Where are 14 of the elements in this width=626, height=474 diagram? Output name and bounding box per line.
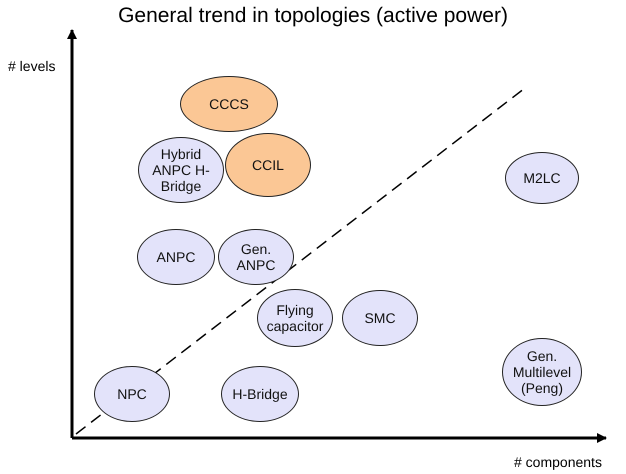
- topology-ellipse: H-Bridge: [221, 366, 299, 422]
- topology-ellipse: CCCS: [180, 76, 278, 132]
- topology-ellipse: Gen. ANPC: [218, 229, 294, 285]
- axis-label: # levels: [8, 58, 56, 74]
- topology-ellipse: Flying capacitor: [257, 289, 333, 347]
- topology-ellipse: Gen. Multilevel (Peng): [502, 338, 582, 406]
- topology-ellipse: Hybrid ANPC H-Bridge: [138, 137, 224, 203]
- chart-title: General trend in topologies (active power): [117, 4, 509, 28]
- axis-label: # components: [514, 454, 602, 470]
- topology-ellipse: ANPC: [137, 229, 215, 285]
- topology-ellipse: M2LC: [505, 152, 579, 204]
- topology-ellipse: NPC: [94, 366, 170, 422]
- topology-ellipse: CCIL: [225, 133, 311, 197]
- topology-ellipse: SMC: [342, 290, 418, 346]
